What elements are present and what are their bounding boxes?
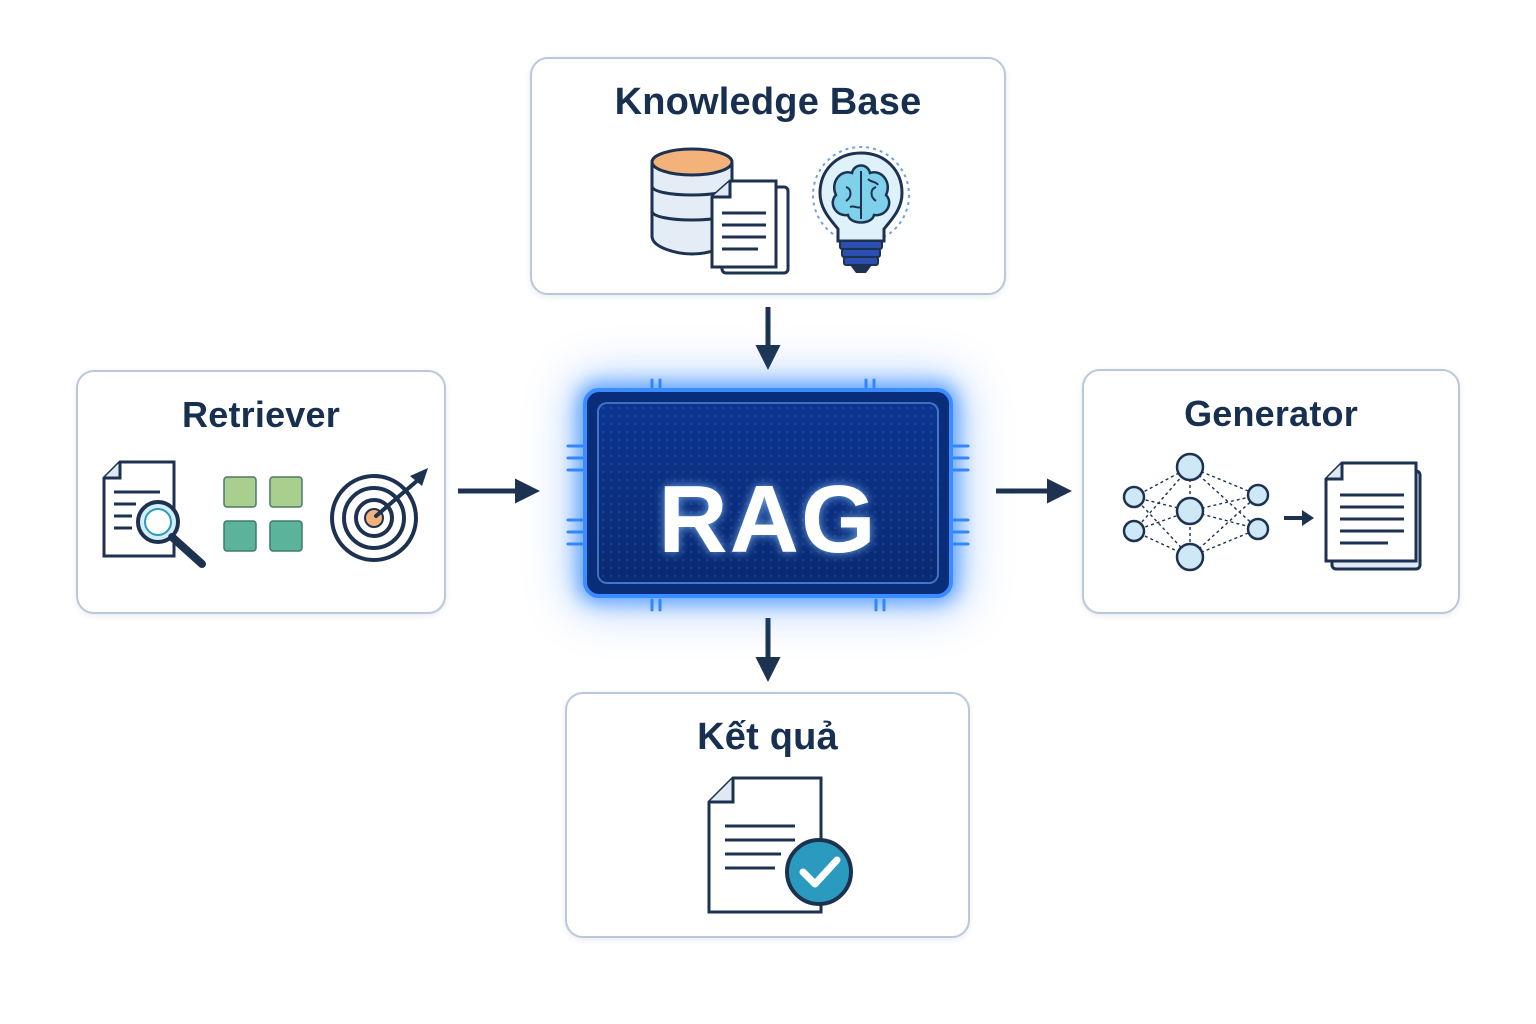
neural-network-icon	[1122, 452, 1270, 572]
document-search-icon	[102, 460, 206, 568]
rag-chip: RAG	[583, 388, 953, 598]
brain-lightbulb-icon	[812, 146, 910, 273]
document-icon	[710, 179, 790, 275]
document-check-icon	[707, 776, 853, 914]
arrow-right-icon	[1284, 510, 1314, 526]
retriever-title: Retriever	[182, 394, 340, 435]
knowledge-base-box: Knowledge Base	[530, 57, 1006, 295]
generator-box: Generator	[1082, 369, 1460, 614]
rag-label: RAG	[658, 466, 878, 573]
target-icon	[330, 468, 428, 562]
retriever-box: Retriever	[76, 370, 446, 614]
result-box: Kết quả	[565, 692, 970, 938]
knowledge-base-title: Knowledge Base	[614, 81, 922, 123]
result-title: Kết quả	[697, 716, 838, 758]
generator-title: Generator	[1184, 393, 1358, 434]
document-icon	[1324, 461, 1422, 571]
grid-icon	[223, 476, 303, 552]
rag-chip-inner	[597, 402, 939, 584]
